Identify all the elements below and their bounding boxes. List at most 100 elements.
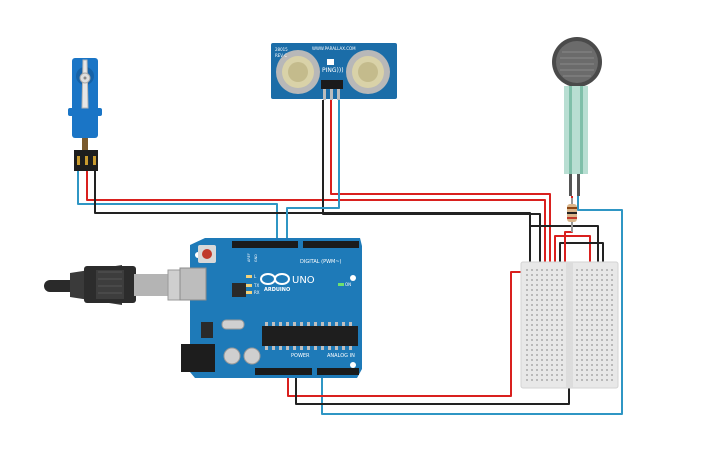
breadboard-hole [576,304,578,306]
breadboard-hole [561,309,563,311]
breadboard-hole [546,344,548,346]
breadboard-hole [556,359,558,361]
breadboard-hole [606,314,608,316]
breadboard-hole [546,374,548,376]
breadboard-hole [586,289,588,291]
breadboard-hole [591,339,593,341]
arduino-brand: ARDUINO [264,287,290,293]
sensor-model: 28015 [275,47,288,52]
breadboard-hole [531,309,533,311]
breadboard-hole [606,379,608,381]
breadboard-hole [551,374,553,376]
breadboard-hole [536,319,538,321]
breadboard-hole [531,379,533,381]
breadboard-hole [611,374,613,376]
breadboard-hole [531,354,533,356]
atmega-chip [262,326,358,346]
breadboard-hole [531,339,533,341]
breadboard-hole [551,379,553,381]
breadboard-hole [576,274,578,276]
rail-link-black-wire-2 [529,225,599,267]
breadboard-hole [546,284,548,286]
breadboard-hole [536,269,538,271]
breadboard-hole [601,319,603,321]
breadboard-hole [546,369,548,371]
breadboard-hole [536,364,538,366]
breadboard-hole [536,324,538,326]
breadboard-hole [546,364,548,366]
breadboard-hole [531,274,533,276]
breadboard-hole [561,324,563,326]
breadboard-hole [611,269,613,271]
breadboard-hole [536,304,538,306]
breadboard-hole [591,289,593,291]
breadboard-hole [596,289,598,291]
breadboard-hole [561,349,563,351]
breadboard-hole [611,379,613,381]
breadboard-hole [536,294,538,296]
breadboard-hole [611,359,613,361]
breadboard-hole [556,319,558,321]
breadboard-hole [596,354,598,356]
breadboard-hole [576,294,578,296]
breadboard-holes [526,269,613,381]
breadboard-hole [611,314,613,316]
servo-power-wire [86,171,546,267]
breadboard-hole [526,294,528,296]
servo-horn [81,59,89,109]
breadboard-hole [526,329,528,331]
breadboard-hole [586,314,588,316]
breadboard-hole [531,374,533,376]
breadboard-hole [531,349,533,351]
breadboard-hole [601,349,603,351]
breadboard-hole [596,324,598,326]
breadboard-hole [611,319,613,321]
breadboard-hole [551,359,553,361]
breadboard-hole [546,354,548,356]
breadboard-hole [611,309,613,311]
breadboard-hole [551,369,553,371]
breadboard-hole [536,359,538,361]
breadboard-hole [606,274,608,276]
breadboard-hole [541,324,543,326]
breadboard-hole [586,324,588,326]
breadboard-hole [561,294,563,296]
breadboard-hole [541,274,543,276]
breadboard-hole [541,369,543,371]
breadboard-hole [576,359,578,361]
breadboard-hole [531,344,533,346]
breadboard-hole [586,339,588,341]
crystal [221,319,245,330]
breadboard-hole [591,274,593,276]
breadboard-hole [556,304,558,306]
chip-pins [265,322,352,350]
breadboard-hole [586,364,588,366]
breadboard-hole [606,359,608,361]
breadboard-hole [586,379,588,381]
breadboard-hole [526,299,528,301]
breadboard-hole [596,294,598,296]
sensor-ground-wire [322,100,541,267]
breadboard-hole [551,349,553,351]
breadboard-hole [561,269,563,271]
breadboard-hole [551,334,553,336]
breadboard-hole [531,319,533,321]
breadboard-hole [576,329,578,331]
breadboard-hole [556,354,558,356]
breadboard-hole [526,359,528,361]
breadboard-hole [596,284,598,286]
breadboard-hole [551,294,553,296]
breadboard-hole [586,309,588,311]
breadboard-hole [536,354,538,356]
breadboard-hole [526,284,528,286]
breadboard-hole [541,339,543,341]
breadboard-hole [606,289,608,291]
breadboard-hole [596,364,598,366]
breadboard-hole [561,304,563,306]
breadboard-hole [561,319,563,321]
breadboard-hole [536,334,538,336]
force-sensor [552,37,602,196]
breadboard-hole [536,284,538,286]
breadboard-hole [546,294,548,296]
breadboard-hole [551,364,553,366]
